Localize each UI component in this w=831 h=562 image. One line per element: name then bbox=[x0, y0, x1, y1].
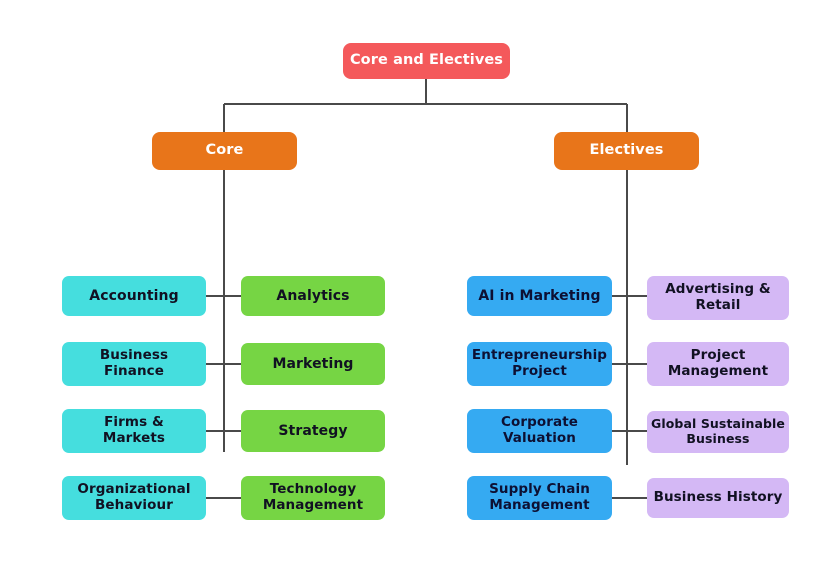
node-electives-global-sustainable-business-label: Global Sustainable Business bbox=[650, 416, 786, 446]
node-electives-advertising-retail[interactable]: Advertising & Retail bbox=[647, 276, 789, 320]
node-core-accounting[interactable]: Accounting bbox=[62, 276, 206, 316]
node-core-analytics[interactable]: Analytics bbox=[241, 276, 385, 316]
node-electives-ai-in-marketing[interactable]: AI in Marketing bbox=[467, 276, 612, 316]
node-core-business-finance-label: Business Finance bbox=[99, 347, 169, 379]
node-core-organizational-behaviour[interactable]: Organizational Behaviour bbox=[62, 476, 206, 520]
node-core-technology-management-label: Technology Management bbox=[262, 481, 364, 513]
node-core-technology-management[interactable]: Technology Management bbox=[241, 476, 385, 520]
node-electives-supply-chain-management-label: Supply Chain Management bbox=[489, 481, 590, 513]
node-electives[interactable]: Electives bbox=[554, 132, 699, 170]
node-electives-corporate-valuation-label: Corporate Valuation bbox=[500, 414, 579, 446]
node-electives-label: Electives bbox=[589, 142, 664, 159]
node-core-organizational-behaviour-label: Organizational Behaviour bbox=[77, 481, 191, 513]
node-root-label: Core and Electives bbox=[349, 52, 504, 69]
node-electives-advertising-retail-label: Advertising & Retail bbox=[665, 281, 771, 313]
node-core-analytics-label: Analytics bbox=[276, 287, 350, 304]
node-core-business-finance[interactable]: Business Finance bbox=[62, 342, 206, 386]
node-electives-project-management[interactable]: Project Management bbox=[647, 342, 789, 386]
node-electives-business-history-label: Business History bbox=[653, 489, 783, 506]
node-core-strategy[interactable]: Strategy bbox=[241, 410, 385, 452]
node-core-accounting-label: Accounting bbox=[89, 287, 179, 304]
node-core-label: Core bbox=[205, 142, 244, 159]
node-core-firms-markets[interactable]: Firms & Markets bbox=[62, 409, 206, 453]
node-electives-supply-chain-management[interactable]: Supply Chain Management bbox=[467, 476, 612, 520]
node-electives-project-management-label: Project Management bbox=[667, 347, 769, 379]
node-root[interactable]: Core and Electives bbox=[343, 43, 510, 79]
node-electives-entrepreneurship-project-label: Entrepreneurship Project bbox=[471, 347, 608, 379]
node-electives-corporate-valuation[interactable]: Corporate Valuation bbox=[467, 409, 612, 453]
node-electives-global-sustainable-business[interactable]: Global Sustainable Business bbox=[647, 411, 789, 453]
node-core-marketing-label: Marketing bbox=[272, 355, 354, 372]
node-electives-business-history[interactable]: Business History bbox=[647, 478, 789, 518]
node-core[interactable]: Core bbox=[152, 132, 297, 170]
node-core-firms-markets-label: Firms & Markets bbox=[102, 414, 166, 446]
node-core-strategy-label: Strategy bbox=[278, 422, 348, 439]
node-core-marketing[interactable]: Marketing bbox=[241, 343, 385, 385]
node-electives-ai-in-marketing-label: AI in Marketing bbox=[478, 287, 601, 304]
node-electives-entrepreneurship-project[interactable]: Entrepreneurship Project bbox=[467, 342, 612, 386]
